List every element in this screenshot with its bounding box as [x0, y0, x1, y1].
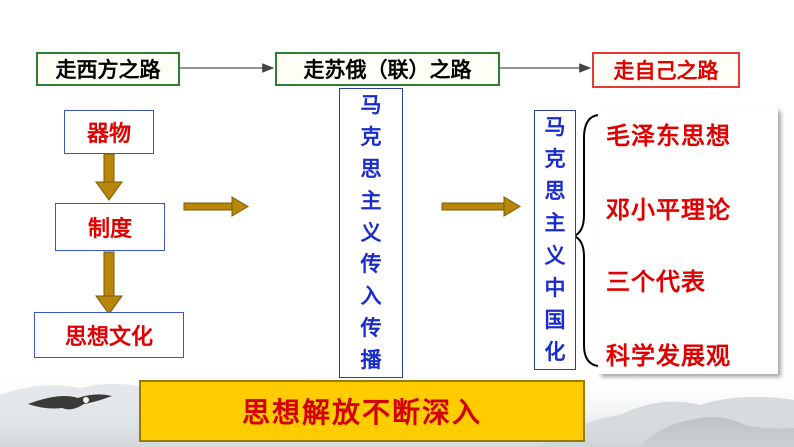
objects-box: 器物: [64, 110, 154, 154]
theory-three-represents: 三个代表: [606, 268, 706, 296]
right-char: 主: [544, 211, 566, 236]
thought-culture-label: 思想文化: [64, 325, 153, 350]
arrow-left-to-middle: [183, 196, 249, 217]
middle-char: 克: [360, 124, 382, 149]
middle-char: 入: [360, 284, 382, 309]
liberation-banner-label: 思想解放不断深入: [241, 396, 482, 429]
middle-char: 主: [360, 188, 382, 213]
right-char: 思: [544, 179, 566, 204]
soviet-path-box: 走苏俄（联）之路: [275, 52, 500, 86]
thought-culture-box: 思想文化: [34, 312, 184, 358]
west-path-label: 走西方之路: [55, 58, 161, 82]
arrow-middle-to-right: [441, 196, 521, 217]
middle-char: 传: [360, 252, 382, 277]
theory-scientific-development: 科学发展观: [606, 342, 731, 370]
theory-deng: 邓小平理论: [606, 196, 731, 224]
own-path-box: 走自己之路: [592, 52, 740, 88]
curly-brace: [571, 114, 599, 367]
arrow-down-1: [95, 153, 123, 201]
institutions-label: 制度: [87, 217, 132, 242]
arrow-down-2: [95, 251, 123, 315]
right-char: 中: [544, 275, 566, 300]
eagle-icon: [28, 394, 112, 410]
middle-char: 传: [360, 316, 382, 341]
theory-mao: 毛泽东思想: [606, 122, 731, 150]
middle-char: 义: [360, 220, 382, 245]
right-char: 义: [544, 243, 566, 268]
right-char: 马: [544, 115, 566, 139]
own-path-label: 走自己之路: [613, 59, 719, 83]
theories-panel: [598, 108, 778, 374]
west-path-box: 走西方之路: [36, 52, 180, 86]
right-char: 克: [544, 147, 566, 172]
liberation-banner: 思想解放不断深入: [139, 380, 585, 442]
objects-label: 器物: [86, 122, 131, 147]
middle-char: 思: [360, 156, 382, 181]
middle-char: 马: [360, 93, 382, 117]
right-char: 化: [544, 339, 566, 364]
soviet-path-label: 走苏俄（联）之路: [303, 58, 472, 82]
right-char: 国: [544, 307, 566, 332]
marxism-sinicization-column: 马 克 思 主 义 中 国 化: [534, 110, 576, 370]
middle-char: 播: [360, 348, 382, 372]
marxism-spread-column: 马 克 思 主 义 传 入 传 播: [339, 88, 403, 378]
institutions-box: 制度: [55, 203, 165, 251]
